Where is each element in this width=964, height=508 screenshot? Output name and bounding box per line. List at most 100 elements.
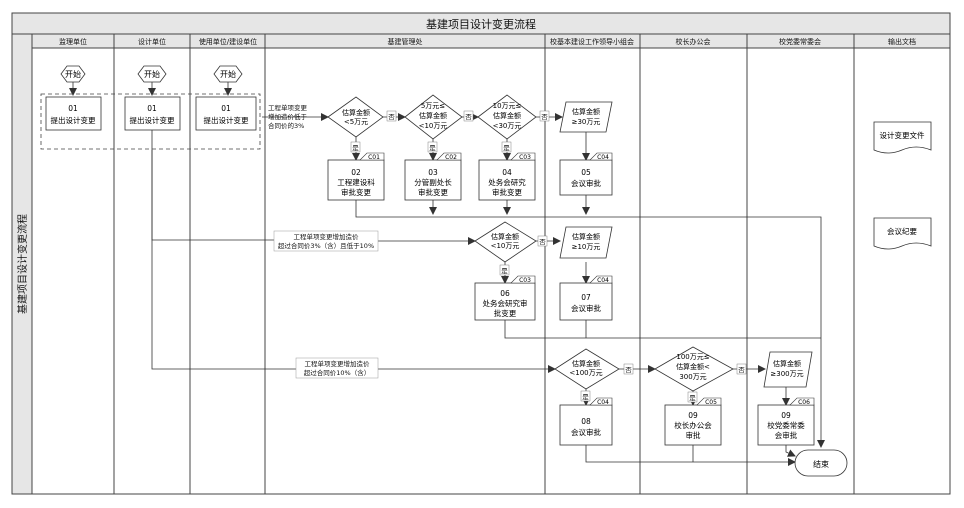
box-tag: C02 [445,154,457,161]
condition-label-2: 工程单项变更增加造价 超过合同价3%（含）且低于10% [273,230,379,252]
start-node-designer[interactable]: 开始 [137,65,167,83]
svg-text:是: 是 [689,394,696,402]
svg-text:审批变更: 审批变更 [418,187,448,197]
svg-text:合同价的3%: 合同价的3% [268,121,304,130]
step-number: 01 [68,104,78,113]
svg-text:校党委常委: 校党委常委 [767,420,805,430]
svg-text:估算金额: 估算金额 [419,111,447,120]
svg-text:分管副处长: 分管副处长 [414,177,452,187]
start-node-supervisor[interactable]: 开始 [60,65,86,83]
process-box-04[interactable]: C03 04 处务会研究 审批变更 [478,152,536,201]
lane-header-president-office: 校长办公会 [676,37,711,46]
submit-box-supervisor[interactable]: 01 提出设计变更 [45,96,102,131]
svg-text:<5万元: <5万元 [344,118,368,126]
output-doc-meeting-minutes[interactable]: 会议纪要 [873,217,932,250]
start-node-user[interactable]: 开始 [213,65,243,83]
svg-text:会议审批: 会议审批 [571,303,601,313]
box-tag: C04 [597,277,609,284]
submit-box-user[interactable]: 01 提出设计变更 [195,96,257,131]
decision-a[interactable]: 估算金额 <5万元 [327,96,384,138]
svg-text:是: 是 [429,144,436,152]
decision-b[interactable]: 5万元≤ 估算金额 <10万元 [404,94,463,140]
step-number: 01 [147,104,157,113]
svg-text:会议审批: 会议审批 [571,178,601,188]
lane-header-output-docs: 输出文档 [888,37,916,46]
process-box-05[interactable]: C04 05 会议审批 [559,152,613,196]
box-tag: C04 [597,154,609,161]
svg-text:是: 是 [503,144,510,152]
end-label: 结束 [813,459,829,469]
svg-text:<10万元: <10万元 [419,122,448,130]
svg-text:批变更: 批变更 [494,308,517,318]
svg-text:<30万元: <30万元 [493,122,522,130]
step-text: 提出设计变更 [130,115,175,125]
process-box-07[interactable]: C04 07 会议审批 [559,275,613,321]
svg-text:<100万元: <100万元 [569,369,602,377]
start-label: 开始 [220,69,236,79]
decision-g[interactable]: 估算金额 <100万元 [554,348,620,390]
step-number: 01 [221,104,231,113]
box-tag: C03 [519,277,531,284]
output-doc-design-change[interactable]: 设计变更文件 [873,121,932,154]
svg-text:会审批: 会审批 [775,430,798,440]
process-box-03[interactable]: C02 03 分管副处长 审批变更 [404,152,462,201]
svg-text:<10万元: <10万元 [491,242,520,250]
decision-h[interactable]: 100万元≤ 估算金额< 300万元 [654,346,734,392]
process-box-09-president[interactable]: C05 09 校长办公会 审批 [664,397,722,446]
svg-text:04: 04 [502,168,512,177]
decision-d-parallelogram[interactable]: 估算金额 ≥30万元 [559,101,613,133]
submit-box-designer[interactable]: 01 提出设计变更 [124,96,181,131]
svg-text:否: 否 [539,238,546,246]
process-box-09-party[interactable]: C06 09 校党委常委 会审批 [757,397,815,446]
lane-header-party-committee: 校党委常委会 [779,37,821,46]
decision-f-parallelogram[interactable]: 估算金额 ≥10万元 [559,226,613,259]
svg-text:是: 是 [352,144,359,152]
step-text: 提出设计变更 [204,115,249,125]
svg-text:处务会研究审: 处务会研究审 [483,298,528,308]
doc-label: 会议纪要 [887,226,917,236]
lane-separators [113,34,855,494]
lane-header-user-builder: 使用单位/建设单位 [199,37,257,46]
svg-text:否: 否 [625,366,632,374]
svg-text:07: 07 [581,293,591,302]
svg-text:估算金额: 估算金额 [342,108,370,117]
lane-header-band [31,33,951,49]
svg-text:估算金额: 估算金额 [491,232,519,241]
svg-text:09: 09 [781,411,791,420]
box-tag: C01 [368,154,380,161]
condition-label-1: 工程单项变更 增加造价低于 合同价的3% [268,103,308,130]
box-tag: C06 [798,399,810,406]
svg-text:100万元≤: 100万元≤ [676,353,709,361]
svg-text:处务会研究: 处务会研究 [488,177,526,187]
doc-label: 设计变更文件 [880,130,925,140]
svg-text:08: 08 [581,417,591,426]
svg-text:估算金额<: 估算金额< [676,362,710,371]
svg-text:否: 否 [388,113,395,121]
svg-text:≥300万元: ≥300万元 [770,370,803,378]
svg-text:否: 否 [541,113,548,121]
svg-text:超过合同价3%（含）且低于10%: 超过合同价3%（含）且低于10% [278,241,374,250]
svg-text:估算金额: 估算金额 [572,359,600,368]
process-box-02[interactable]: C01 02 工程建设科 审批变更 [327,152,385,201]
lane-header-designer: 设计单位 [138,37,166,46]
svg-text:≥30万元: ≥30万元 [572,118,601,126]
branch-tags: 否 否 否 是 是 是 否 是 否 否 是 是 [350,110,747,403]
svg-text:估算金额: 估算金额 [773,359,801,368]
decision-i-parallelogram[interactable]: 估算金额 ≥300万元 [763,351,813,388]
side-title-band [11,33,33,495]
decision-c[interactable]: 10万元≤ 估算金额 <30万元 [477,94,537,140]
svg-text:09: 09 [688,411,698,420]
page-title: 基建项目设计变更流程 [426,17,536,31]
svg-text:10万元≤: 10万元≤ [493,102,522,110]
end-node[interactable]: 结束 [794,449,848,477]
svg-text:06: 06 [500,289,510,298]
decision-e[interactable]: 估算金额 <10万元 [474,221,537,263]
svg-text:否: 否 [738,366,745,374]
submit-group-dashed [40,93,261,150]
process-box-06[interactable]: C03 06 处务会研究审 批变更 [474,275,536,321]
process-box-08[interactable]: C04 08 会议审批 [559,397,613,446]
svg-text:工程单项变更增加造价: 工程单项变更增加造价 [294,232,360,241]
side-title: 基建项目设计变更流程 [16,214,29,314]
start-label: 开始 [65,69,81,79]
